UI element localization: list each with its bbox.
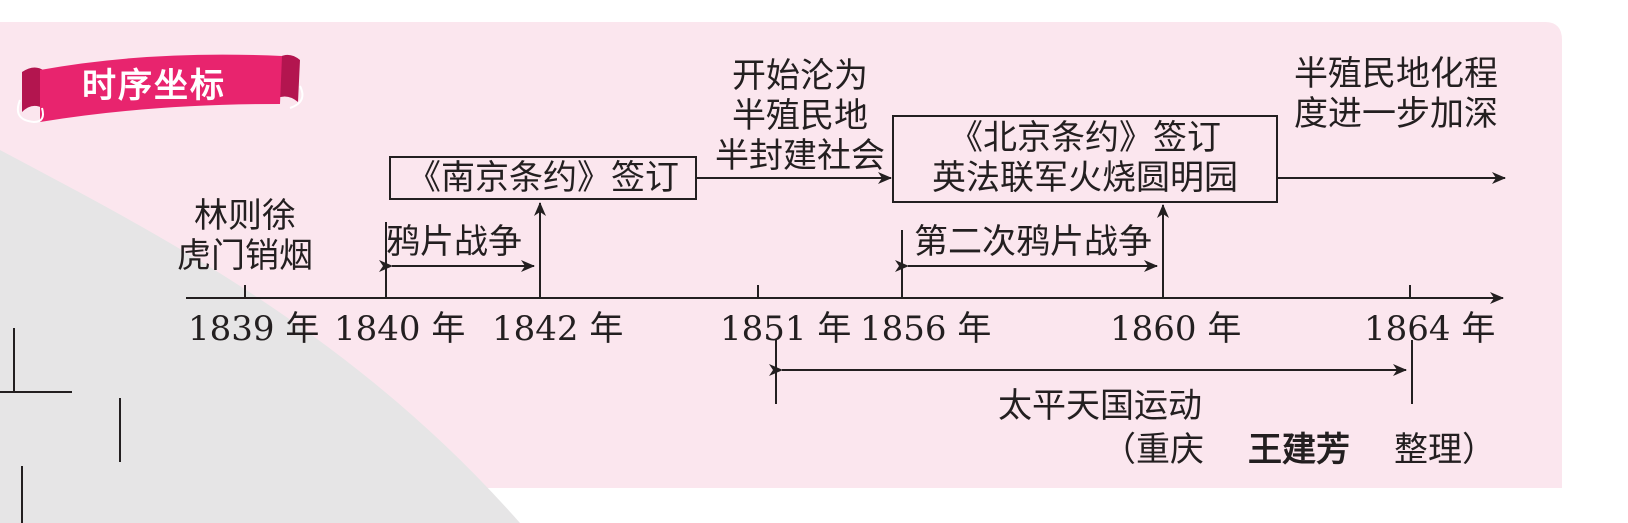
lin-zexu-event-label: 林则徐 虎门销烟 [160,196,330,276]
event-line: 半封建社会 [700,136,900,176]
credit-author: 王建芳 [1248,430,1350,470]
beijing-treaty-label: 《北京条约》签订 英法联军火烧圆明园 [893,118,1277,198]
opium-war-label: 鸦片战争 [386,222,522,262]
credit-close: 整理） [1394,430,1496,470]
credit-open: （重庆 [1102,430,1204,470]
year-label-1864: 1864 年 [1364,309,1495,349]
event-deepening-text: 半殖民地化程 度进一步加深 [1276,54,1516,134]
section-tag-label: 时序坐标 [82,66,226,106]
year-label-1842: 1842 年 [492,309,623,349]
event-line: 半殖民地 [700,96,900,136]
label-line: 虎门销烟 [160,236,330,276]
event-line: 半殖民地化程 [1276,54,1516,94]
event-semi-colonial-text: 开始沦为 半殖民地 半封建社会 [700,56,900,176]
event-line: 开始沦为 [700,56,900,96]
year-label-1840: 1840 年 [334,309,465,349]
taiping-movement-label: 太平天国运动 [960,386,1240,426]
label-line: 林则徐 [160,196,330,236]
box-line: 《北京条约》签订 [893,118,1277,158]
year-label-1856: 1856 年 [860,309,991,349]
nanjing-treaty-label: 《南京条约》签订 [390,158,696,198]
year-label-1860: 1860 年 [1110,309,1241,349]
event-line: 度进一步加深 [1276,94,1516,134]
credit-line: （重庆 王建芳 整理） [1102,430,1496,470]
second-opium-war-label: 第二次鸦片战争 [914,222,1152,262]
year-label-1839: 1839 年 [188,309,319,349]
year-label-1851: 1851 年 [720,309,851,349]
box-line: 英法联军火烧圆明园 [893,158,1277,198]
